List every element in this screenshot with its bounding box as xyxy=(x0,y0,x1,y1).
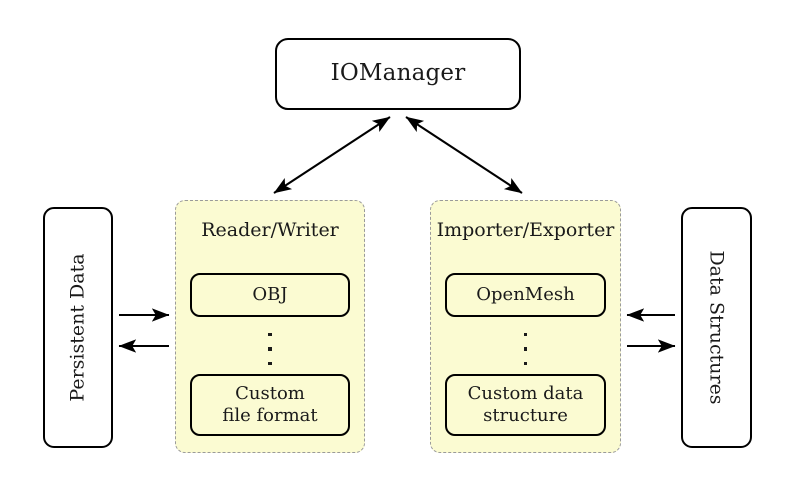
item-custom-data-structure-line2: structure xyxy=(483,405,568,426)
item-obj-label: OBJ xyxy=(252,284,288,306)
importer-exporter-ellipsis xyxy=(431,330,620,368)
item-custom-data-structure[interactable]: Custom data structure xyxy=(445,374,606,436)
item-openmesh[interactable]: OpenMesh xyxy=(445,273,606,317)
ellipsis-dot xyxy=(268,361,272,365)
ellipsis-dot xyxy=(268,333,272,337)
item-custom-file-format-line1: Custom xyxy=(235,383,305,405)
ellipsis-dot xyxy=(268,347,272,351)
item-openmesh-label: OpenMesh xyxy=(476,284,575,306)
ellipsis-dot xyxy=(523,347,528,351)
io-manager-label: IOManager xyxy=(330,60,466,87)
reader-writer-ellipsis xyxy=(176,330,364,368)
arrow-readerwriter-iomanager xyxy=(273,116,391,194)
importer-exporter-group[interactable]: Importer/Exporter OpenMesh Custom data s… xyxy=(430,200,621,453)
item-custom-data-structure-label: Custom data structure xyxy=(468,383,584,427)
reader-writer-group[interactable]: Reader/Writer OBJ Custom file format xyxy=(175,200,365,453)
persistent-data-node[interactable]: Persistent Data xyxy=(43,207,113,448)
item-custom-file-format[interactable]: Custom file format xyxy=(190,374,350,436)
item-custom-file-format-line2: file format xyxy=(222,405,318,426)
data-structures-node[interactable]: Data Structures xyxy=(681,207,752,448)
importer-exporter-title: Importer/Exporter xyxy=(436,219,615,241)
ellipsis-dot xyxy=(523,333,528,337)
item-obj[interactable]: OBJ xyxy=(190,273,350,317)
data-structures-label: Data Structures xyxy=(706,250,728,405)
item-custom-data-structure-line1: Custom data xyxy=(467,383,584,405)
arrow-importerexporter-iomanager xyxy=(405,116,523,194)
ellipsis-dot xyxy=(523,361,528,365)
io-manager-node[interactable]: IOManager xyxy=(275,38,521,110)
reader-writer-title: Reader/Writer xyxy=(201,219,339,241)
persistent-data-label: Persistent Data xyxy=(66,253,89,402)
item-custom-file-format-label: Custom file format xyxy=(222,383,317,427)
